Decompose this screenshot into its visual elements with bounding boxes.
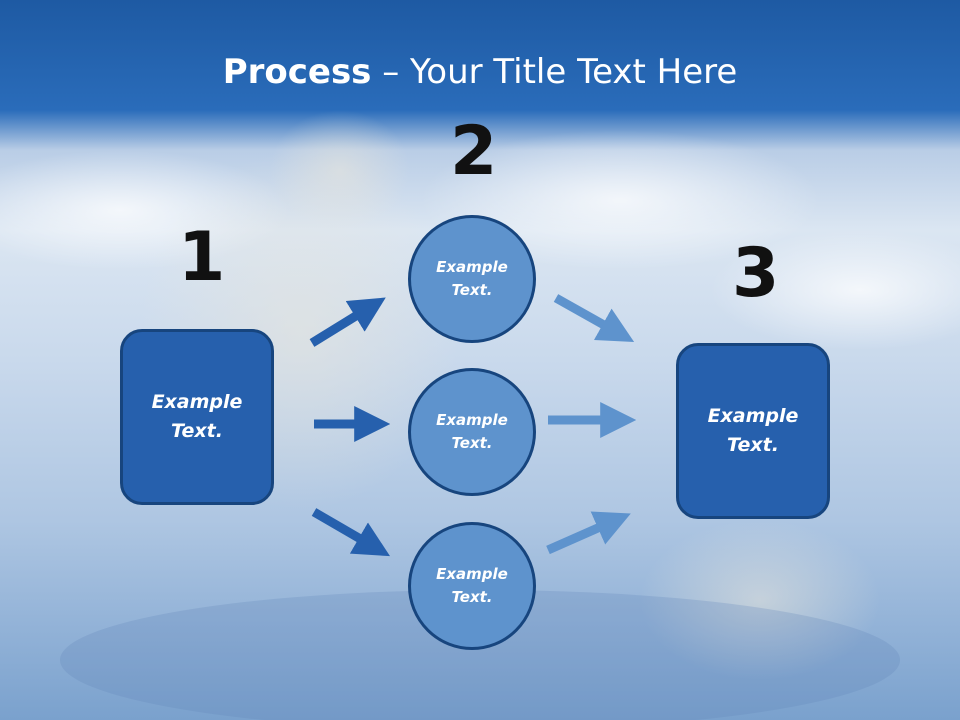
step-number-2: 2 bbox=[450, 112, 498, 191]
arrow-1-to-top bbox=[309, 297, 386, 347]
circle-middle-text: Example Text. bbox=[436, 411, 508, 452]
page-title: Process – Your Title Text Here bbox=[0, 52, 960, 92]
arrow-bottom-to-3 bbox=[546, 511, 631, 555]
step-1-box: Example Text. bbox=[120, 329, 274, 505]
title-rest: – Your Title Text Here bbox=[371, 52, 738, 92]
step-3-text: Example Text. bbox=[707, 405, 799, 456]
title-bold: Process bbox=[222, 52, 372, 92]
step-3-box: Example Text. bbox=[676, 343, 830, 519]
circle-bottom: Example Text. bbox=[408, 522, 536, 650]
arrow-1-to-bottom bbox=[311, 508, 391, 557]
step-1-text: Example Text. bbox=[151, 391, 243, 442]
step-number-3: 3 bbox=[732, 234, 780, 313]
circle-bottom-text: Example Text. bbox=[436, 565, 508, 606]
circle-top: Example Text. bbox=[408, 215, 536, 343]
step-number-1: 1 bbox=[178, 218, 226, 297]
circle-middle: Example Text. bbox=[408, 368, 536, 496]
arrow-top-to-3 bbox=[553, 294, 635, 342]
circle-top-text: Example Text. bbox=[436, 258, 508, 299]
